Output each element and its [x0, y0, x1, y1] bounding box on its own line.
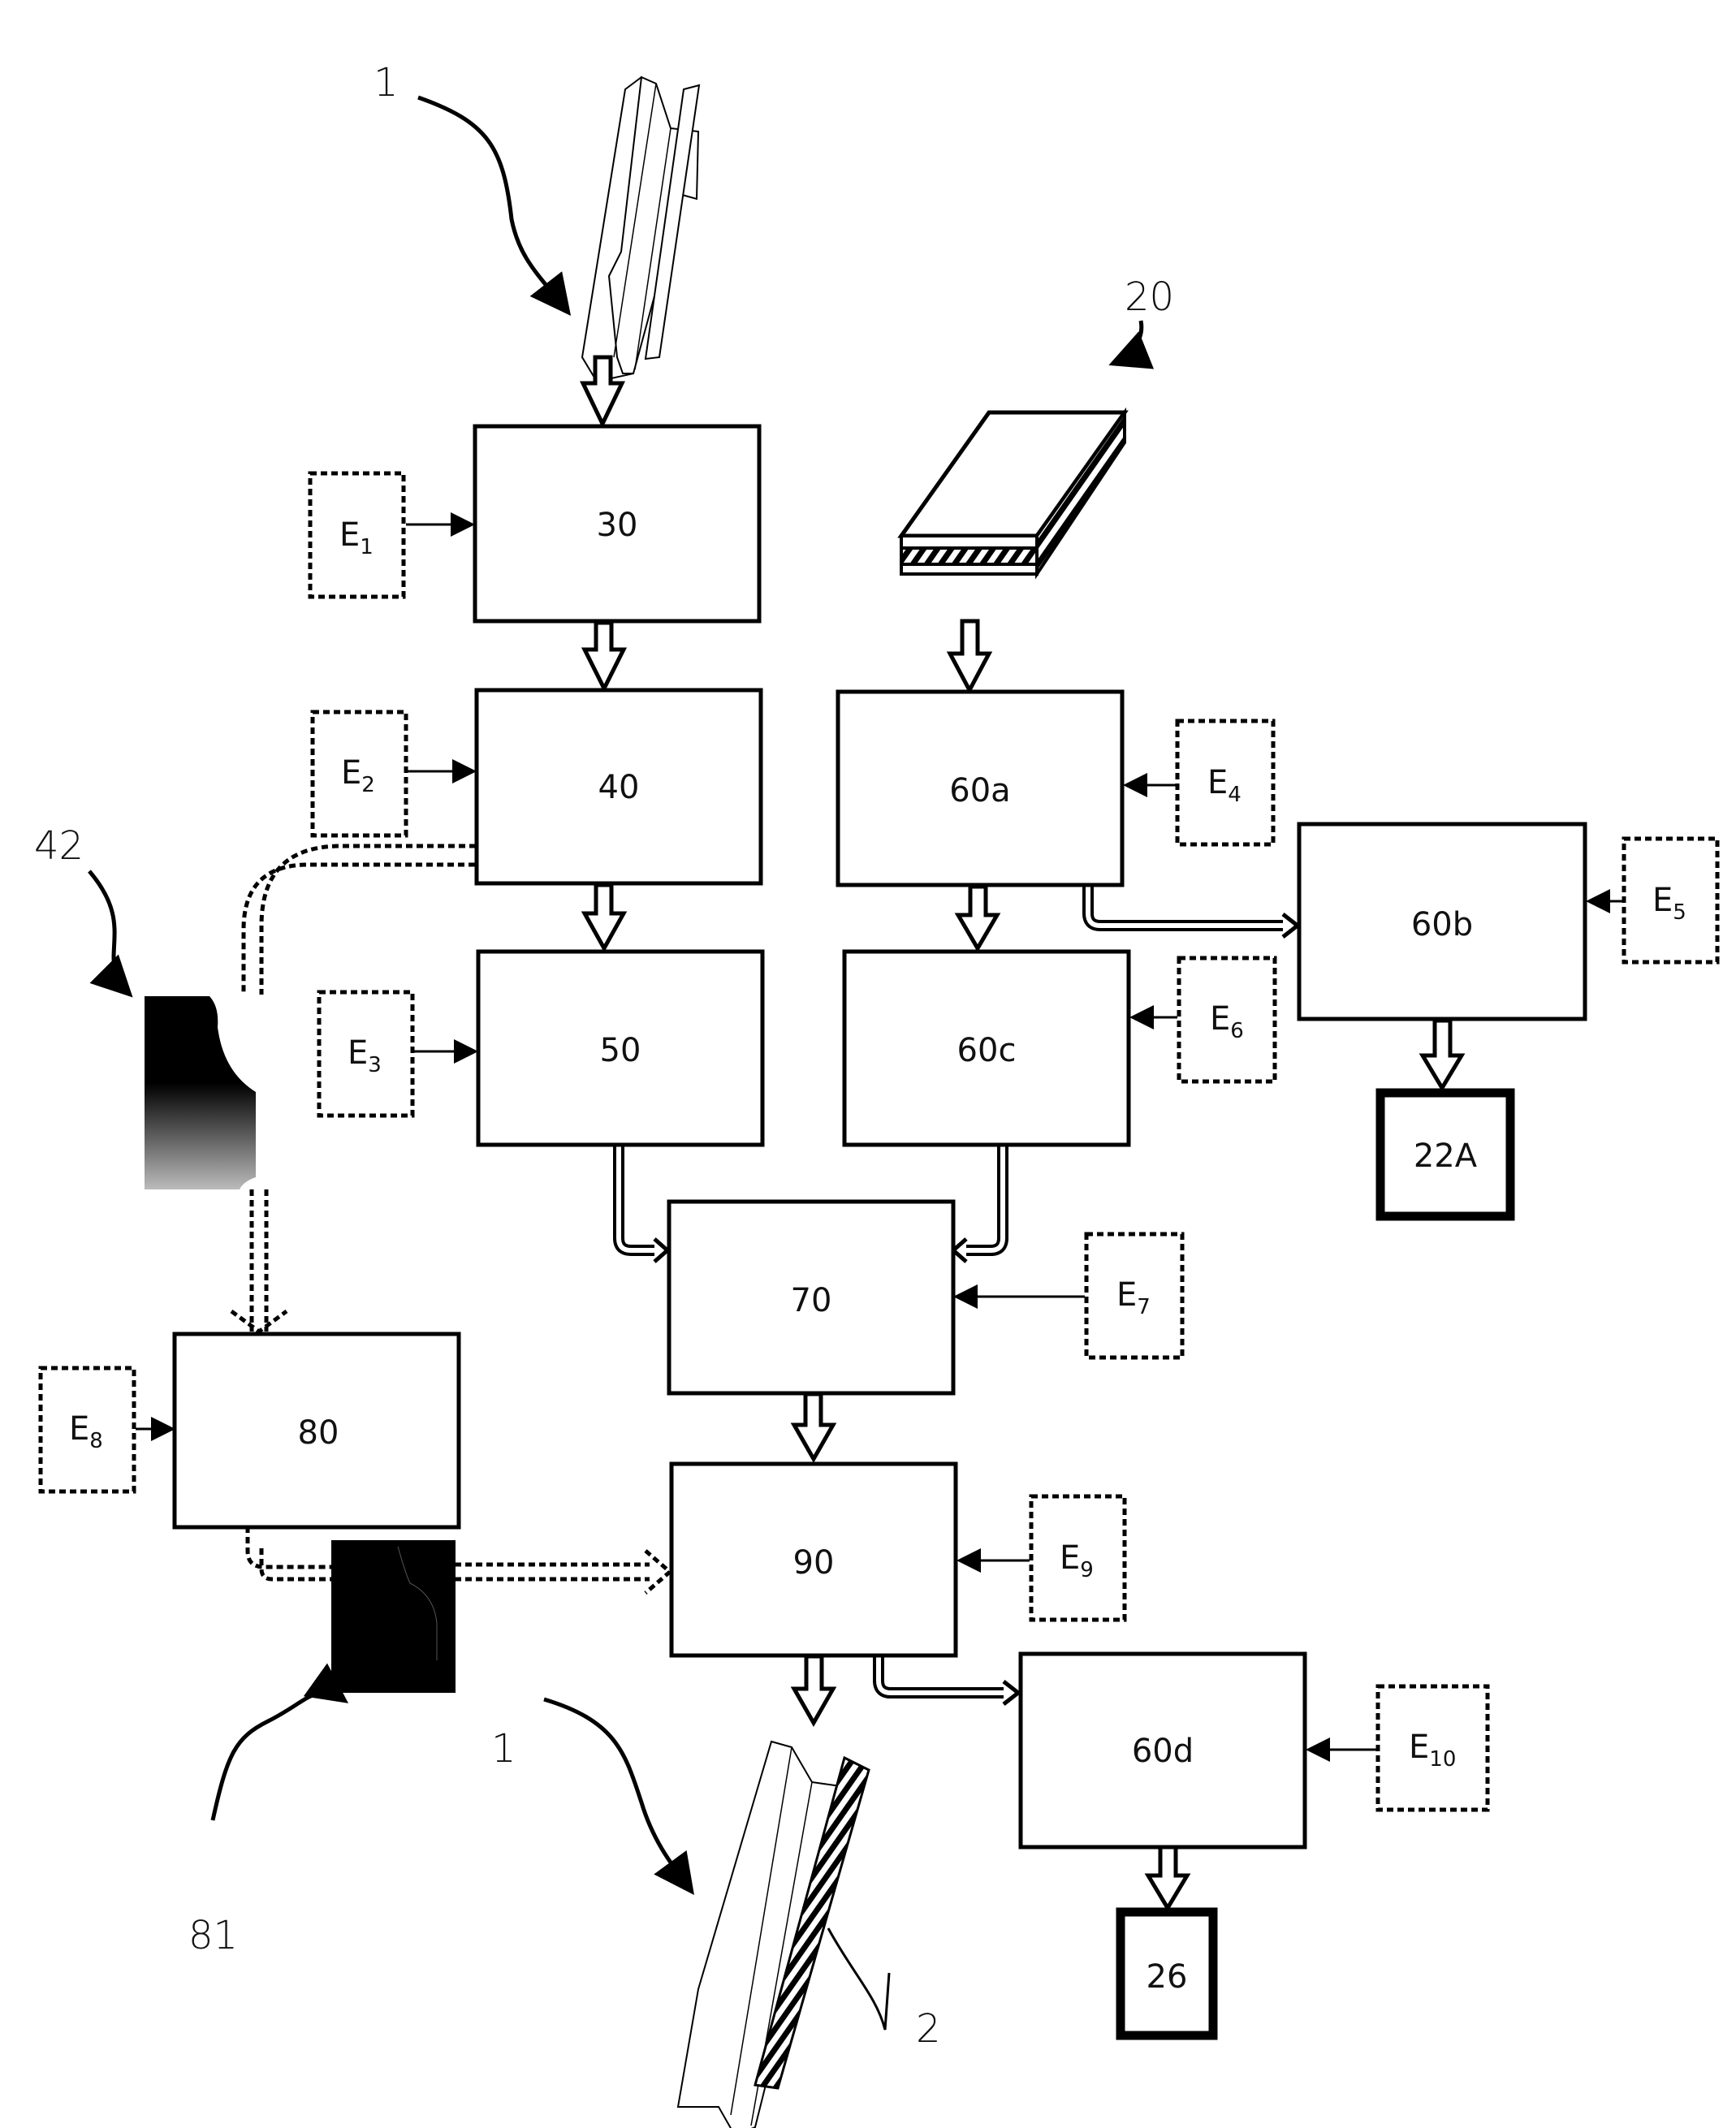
- dotted-42-to-80-head: [230, 1309, 288, 1335]
- svg-text:40: 40: [598, 769, 640, 806]
- dotted-80-to-81-b: [259, 1548, 333, 1582]
- dotted-40-to-42-inner: [259, 844, 507, 995]
- arrow-60a-to-60c: [954, 884, 1001, 952]
- svg-text:50: 50: [600, 1032, 641, 1069]
- leader-line-layer: [827, 1927, 891, 2031]
- ref-label-rail-top: 1: [374, 60, 399, 106]
- arrow-50-to-70: [613, 1145, 671, 1263]
- svg-text:E9: E9: [1060, 1539, 1094, 1582]
- svg-text:E4: E4: [1207, 764, 1242, 807]
- arrow-90-to-60d: [873, 1656, 1022, 1706]
- input-E6: E6: [1129, 956, 1277, 1084]
- svg-text:26: 26: [1147, 1958, 1188, 1996]
- svg-text:E3: E3: [348, 1034, 382, 1077]
- svg-text:60a: 60a: [949, 772, 1010, 809]
- svg-text:60d: 60d: [1132, 1733, 1194, 1770]
- step-50: 50: [476, 949, 765, 1147]
- step-60a: 60a: [836, 689, 1125, 887]
- input-E7: E7: [953, 1232, 1185, 1360]
- arrow-60b-to-22A: [1419, 1018, 1466, 1092]
- bent-arrows: [613, 885, 1302, 1706]
- svg-text:30: 30: [597, 507, 638, 544]
- step-70: 70: [667, 1199, 956, 1396]
- svg-text:90: 90: [793, 1544, 835, 1582]
- arrow-60d-to-26: [1144, 1845, 1191, 1912]
- step-80: 80: [172, 1332, 461, 1530]
- svg-text:E1: E1: [339, 516, 374, 559]
- arrow-70-to-90: [790, 1392, 837, 1464]
- output-26: 26: [1116, 1907, 1218, 2040]
- input-E2: E2: [310, 710, 477, 838]
- leader-line-rail-top: [417, 95, 572, 316]
- ref-label-profile-42: 42: [34, 823, 84, 869]
- arrow-40-to-50: [581, 883, 628, 953]
- arrow-90-to-rail: [790, 1654, 837, 1728]
- dotted-80-to-81-a: [245, 1526, 333, 1569]
- svg-text:22A: 22A: [1414, 1137, 1478, 1175]
- step-30: 30: [473, 424, 762, 624]
- leader-line-rail-bottom: [543, 1697, 694, 1896]
- svg-text:80: 80: [298, 1414, 339, 1452]
- svg-text:E5: E5: [1652, 882, 1686, 925]
- leader-line-profile-42: [88, 870, 133, 998]
- output-22A: 22A: [1375, 1088, 1515, 1221]
- flow-arrows: [580, 355, 1466, 1912]
- panel-illustration: [897, 407, 1129, 580]
- profile-42-illustration: [145, 996, 256, 1189]
- leader-line-profile-81: [210, 1663, 349, 1821]
- step-40: 40: [474, 688, 763, 886]
- step-60b: 60b: [1297, 822, 1587, 1021]
- step-60c: 60c: [842, 949, 1131, 1147]
- svg-text:60c: 60c: [957, 1032, 1017, 1069]
- input-E8: E8: [38, 1366, 175, 1494]
- step-90: 90: [669, 1461, 958, 1658]
- svg-text:E10: E10: [1409, 1729, 1456, 1772]
- rail-with-layer-illustration: [676, 1740, 870, 2128]
- ref-label-rail-bottom: 1: [491, 1726, 516, 1772]
- ref-label-layer: 2: [916, 2006, 941, 2052]
- svg-text:E7: E7: [1116, 1276, 1151, 1319]
- input-E9: E9: [957, 1494, 1127, 1622]
- dotted-40-to-42-outer: [241, 862, 475, 995]
- leader-line-panel: [1108, 320, 1155, 369]
- dotted-81-to-90-head: [644, 1549, 673, 1595]
- svg-text:60b: 60b: [1411, 906, 1473, 943]
- input-E4: E4: [1123, 719, 1276, 847]
- ref-label-panel: 20: [1125, 274, 1174, 320]
- step-60d: 60d: [1018, 1651, 1307, 1850]
- profile-81-illustration: [331, 1540, 456, 1693]
- arrow-rail-to-30: [580, 355, 625, 429]
- dotted-arrows: [230, 844, 673, 1595]
- svg-text:E6: E6: [1210, 1000, 1244, 1043]
- input-E3: E3: [317, 990, 478, 1118]
- ref-label-profile-81: 81: [188, 1913, 238, 1958]
- rail-illustration-top: [581, 76, 701, 383]
- svg-text:E8: E8: [69, 1410, 103, 1453]
- svg-text:E2: E2: [341, 754, 375, 797]
- arrow-60a-to-60b: [1082, 885, 1302, 939]
- input-E5: E5: [1586, 836, 1720, 965]
- arrow-panel-to-60a: [946, 619, 993, 695]
- arrow-30-to-40: [581, 620, 628, 693]
- input-E10: E10: [1306, 1684, 1490, 1812]
- svg-text:70: 70: [791, 1282, 832, 1319]
- input-E1: E1: [308, 471, 475, 599]
- arrow-60c-to-70: [950, 1145, 1008, 1263]
